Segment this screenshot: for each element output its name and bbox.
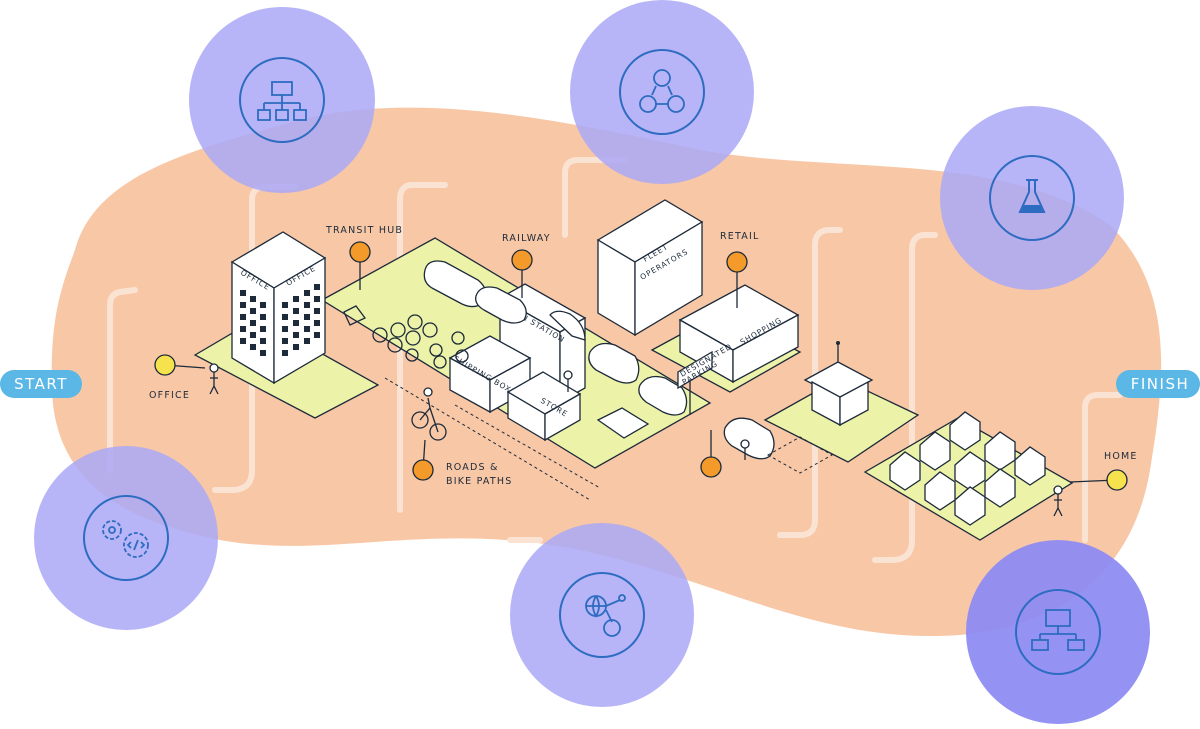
train [423, 260, 586, 341]
gears-code-icon [102, 520, 149, 558]
houses [889, 411, 1046, 526]
retail-pin [726, 251, 748, 273]
flask-icon [1018, 179, 1046, 213]
home-label: HOME [1104, 451, 1138, 462]
shopping-building: SHOPPING [678, 284, 800, 384]
bubble-hierarchy [189, 7, 375, 193]
start-label: START [14, 375, 68, 393]
railway-label: RAILWAY [502, 233, 551, 244]
cyclist [411, 387, 447, 441]
parking-spot [766, 436, 834, 474]
location-pins [154, 241, 1128, 491]
bikes-scooters [343, 305, 469, 369]
finish-pill: FINISH [1116, 370, 1200, 398]
retail-kiosk [803, 341, 874, 427]
roads-label-2: BIKE PATHS [446, 476, 512, 487]
roads-pin [412, 459, 434, 481]
dashed-path [384, 377, 591, 501]
hierarchy-icon [257, 81, 307, 121]
start-pill: START [0, 370, 82, 398]
bubble-cycle [570, 0, 754, 184]
bubble-gears-code [34, 446, 218, 630]
office-label: OFFICE [149, 390, 190, 401]
cycle-icon [639, 69, 685, 113]
home-pin [1106, 469, 1128, 491]
people [209, 363, 1063, 517]
office-pin [154, 354, 176, 376]
retail-label: RETAIL [720, 231, 759, 242]
shipping-store: SHIPPING BOXES STORE [448, 335, 650, 442]
office-building: OFFICE OFFICE [230, 231, 327, 385]
roads-label-1: ROADS & [446, 462, 499, 473]
fleet-operators-building: FLEET OPERATORS [596, 199, 704, 337]
globe-network-icon [585, 594, 626, 637]
railway-pin [511, 249, 533, 271]
bubble-globe-network [510, 523, 694, 707]
computer-network-icon [1031, 609, 1085, 651]
bubble-computer-network [966, 540, 1150, 724]
transit-hub-label: TRANSIT HUB [325, 225, 403, 236]
transit-hub-pin [349, 241, 371, 263]
parking-pin [700, 456, 722, 478]
finish-label: FINISH [1131, 375, 1190, 393]
bubble-flask [940, 106, 1124, 290]
